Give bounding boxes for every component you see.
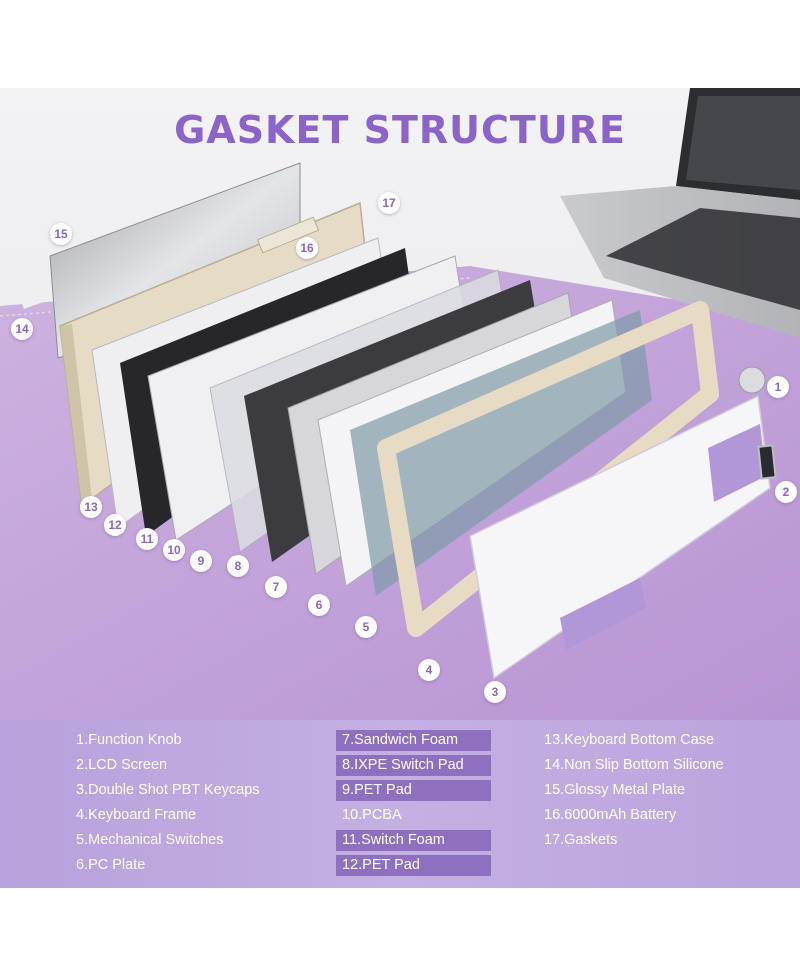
- exploded-keyboard-scene: [0, 88, 800, 720]
- callout-15: 15: [50, 223, 72, 245]
- legend-item: 15.Glossy Metal Plate: [544, 782, 686, 798]
- legend-item: 5.Mechanical Switches: [76, 832, 224, 848]
- callout-13: 13: [80, 496, 102, 518]
- legend-column-2: 7.Sandwich Foam 8.IXPE Switch Pad 9.PET …: [336, 730, 491, 880]
- keyboard-frame: [377, 301, 719, 637]
- legend-item: 1.Function Knob: [76, 732, 182, 748]
- legend-item: 17.Gaskets: [544, 832, 618, 848]
- callout-2: 2: [775, 481, 797, 503]
- page-title: GASKET STRUCTURE: [174, 108, 626, 152]
- callout-1: 1: [767, 376, 789, 398]
- callout-16: 16: [296, 237, 318, 259]
- legend-item: 2.LCD Screen: [76, 757, 168, 773]
- laptop: [560, 88, 800, 338]
- callout-7: 7: [265, 576, 287, 598]
- legend-item: 7.Sandwich Foam: [336, 730, 491, 751]
- callout-5: 5: [355, 616, 377, 638]
- legend-item: 9.PET Pad: [336, 780, 491, 801]
- lcd-screen: [757, 444, 777, 480]
- callout-12: 12: [104, 514, 126, 536]
- callout-17: 17: [378, 192, 400, 214]
- legend-item: 12.PET Pad: [336, 855, 491, 876]
- legend-item: 13.Keyboard Bottom Case: [544, 732, 715, 748]
- legend-column-3: 13.Keyboard Bottom Case 14.Non Slip Bott…: [538, 730, 730, 855]
- battery: [256, 216, 320, 254]
- legend-item: 6.PC Plate: [76, 857, 146, 873]
- legend-item: 4.Keyboard Frame: [76, 807, 197, 823]
- callout-14: 14: [11, 318, 33, 340]
- callout-9: 9: [190, 550, 212, 572]
- legend-item: 3.Double Shot PBT Keycaps: [76, 782, 260, 798]
- callout-11: 11: [136, 528, 158, 550]
- legend-item: 14.Non Slip Bottom Silicone: [544, 757, 724, 773]
- legend-item: 8.IXPE Switch Pad: [336, 755, 491, 776]
- keycaps: [469, 394, 771, 680]
- legend-item: 16.6000mAh Battery: [544, 807, 677, 823]
- legend-item: 10.PCBA: [342, 807, 402, 823]
- component-legend: 1.Function Knob 2.LCD Screen 3.Double Sh…: [0, 720, 800, 888]
- non-slip-silicone: [21, 293, 53, 309]
- exploded-keyboard-illustration: [0, 88, 800, 720]
- callout-6: 6: [308, 594, 330, 616]
- callout-8: 8: [227, 555, 249, 577]
- callout-3: 3: [484, 681, 506, 703]
- gaskets: [317, 179, 349, 195]
- legend-column-1: 1.Function Knob 2.LCD Screen 3.Double Sh…: [70, 730, 266, 880]
- callout-4: 4: [418, 659, 440, 681]
- switches-layer: [350, 310, 652, 596]
- function-knob: [738, 366, 766, 394]
- callout-10: 10: [163, 539, 185, 561]
- legend-item: 11.Switch Foam: [336, 830, 491, 851]
